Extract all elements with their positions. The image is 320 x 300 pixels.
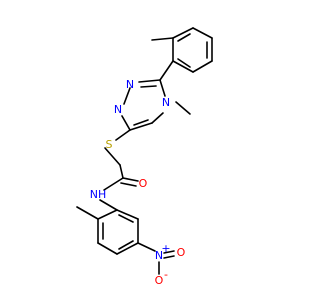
s-ch2-bond [104, 147, 121, 166]
triazole-ring [121, 79, 166, 131]
atom-amide-o: O [139, 177, 148, 190]
molecule-structure-diagram: N N N S NH O N + O O - [76, 27, 213, 287]
nitro-n-o1-bond [163, 250, 175, 254]
atom-sulfur: S [106, 138, 113, 151]
atom-nitro-o2: O [155, 274, 164, 287]
tolyl-methyl-bond [151, 37, 174, 41]
atom-n-triazole-1: N [126, 78, 134, 91]
carbonyl-o-bond [122, 177, 139, 182]
atom-nitro-n: N [155, 249, 163, 262]
carbonyl-o-double-bond [120, 182, 137, 187]
nitro-n-o1-double-bond [163, 255, 175, 259]
atom-n-triazole-2: N [114, 103, 122, 116]
aryl-nitro-bond [137, 242, 156, 252]
nitrotoluene-ring [97, 209, 139, 255]
nitro-plus-charge: + [161, 242, 170, 255]
aryl-methyl-bond [76, 206, 99, 220]
ch2-carbonyl-bond [119, 164, 124, 179]
nitro-minus-charge: - [164, 268, 168, 281]
tolyl-triazole-bond [159, 60, 174, 81]
carbonyl-n-bond [103, 177, 124, 191]
n-aryl-bond [99, 199, 118, 211]
tolyl-ring [172, 27, 213, 73]
atom-n-triazole-methyl: N [162, 96, 170, 109]
atom-amide-nh: NH [90, 188, 107, 201]
n-methyl-bond [175, 101, 191, 115]
atom-nitro-o1: O [177, 246, 186, 259]
c-s-bond [115, 129, 131, 141]
